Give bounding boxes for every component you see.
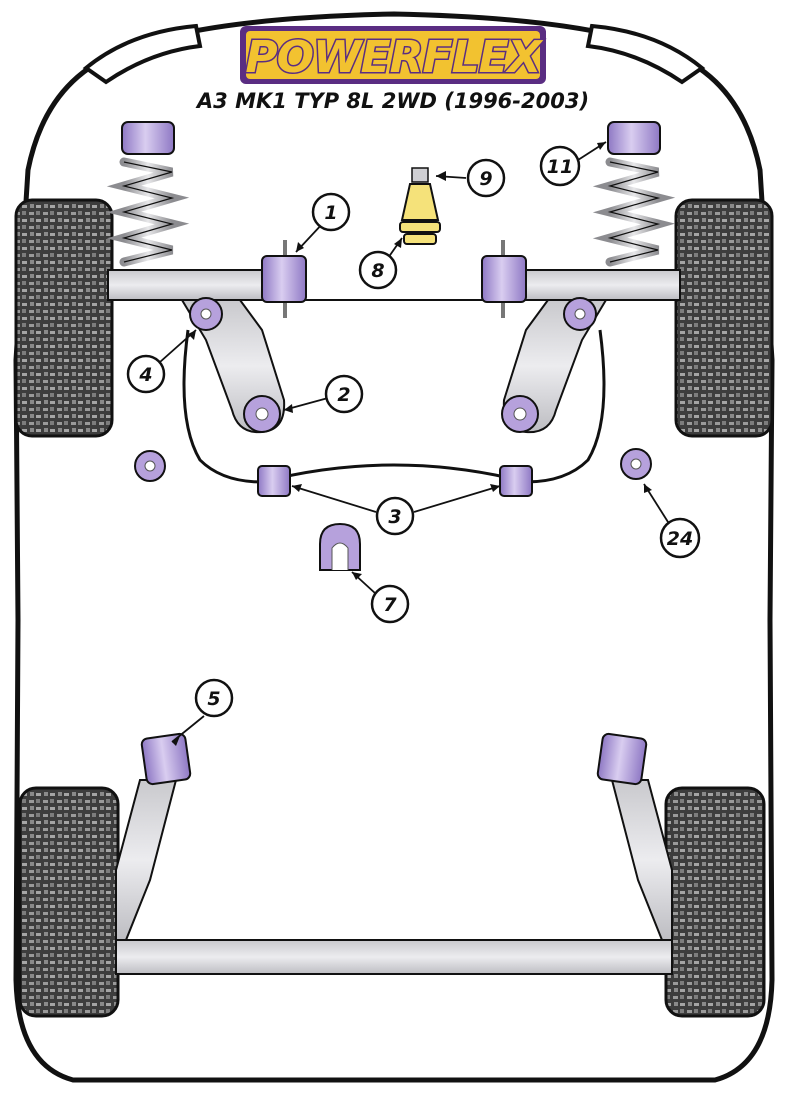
front-right-tyre bbox=[674, 198, 774, 438]
callout-1-label: 1 bbox=[324, 202, 337, 224]
callout-2-label: 2 bbox=[337, 384, 350, 406]
callout-5: 5 bbox=[194, 678, 234, 718]
callout-1: 1 bbox=[311, 192, 351, 232]
callout-3: 3 bbox=[375, 496, 415, 536]
callout-2: 2 bbox=[324, 374, 364, 414]
left-mirror bbox=[82, 23, 203, 85]
bush-5-right bbox=[596, 732, 648, 786]
callout-8-label: 8 bbox=[371, 260, 384, 282]
rear-left-tyre bbox=[18, 786, 120, 1018]
rear-right-tyre bbox=[664, 786, 766, 1018]
anti-roll-bar bbox=[182, 329, 606, 484]
callout-11-label: 11 bbox=[547, 156, 573, 178]
front-left-tyre bbox=[14, 198, 114, 438]
callout-11: 11 bbox=[539, 145, 581, 187]
bush-4-right bbox=[563, 297, 597, 331]
engine-mount-8-9 bbox=[399, 167, 441, 245]
callout-9: 9 bbox=[466, 158, 506, 198]
callout-7-label: 7 bbox=[383, 594, 397, 616]
bush-24 bbox=[620, 448, 652, 480]
logo-text: POWERFLEX bbox=[245, 32, 543, 83]
bush-2-right bbox=[501, 395, 539, 433]
bush-small-left bbox=[134, 450, 166, 482]
callout-7: 7 bbox=[370, 584, 410, 624]
front-right-spring bbox=[592, 121, 676, 267]
leader-arrowheads bbox=[172, 142, 652, 746]
model-subtitle: A3 MK1 TYP 8L 2WD (1996-2003) bbox=[195, 89, 589, 113]
bush-1-left bbox=[261, 240, 307, 318]
callout-24-label: 24 bbox=[667, 528, 693, 550]
callout-3-label: 3 bbox=[388, 506, 401, 528]
bush-1-right bbox=[481, 240, 527, 318]
powerflex-logo: POWERFLEX bbox=[240, 26, 546, 85]
right-mirror bbox=[585, 23, 706, 85]
front-left-spring bbox=[106, 121, 190, 267]
bush-3-left bbox=[257, 465, 291, 497]
callout-8: 8 bbox=[358, 250, 398, 290]
callout-5-label: 5 bbox=[207, 688, 220, 710]
bush-2-left bbox=[243, 395, 281, 433]
rear-beam bbox=[115, 939, 673, 975]
bush-3-right bbox=[499, 465, 533, 497]
callout-4: 4 bbox=[126, 354, 166, 394]
bush-4-left bbox=[189, 297, 223, 331]
bush-5-left bbox=[140, 732, 192, 786]
callout-4-label: 4 bbox=[138, 364, 152, 386]
callout-24: 24 bbox=[659, 517, 701, 559]
callout-9-label: 9 bbox=[479, 168, 492, 190]
